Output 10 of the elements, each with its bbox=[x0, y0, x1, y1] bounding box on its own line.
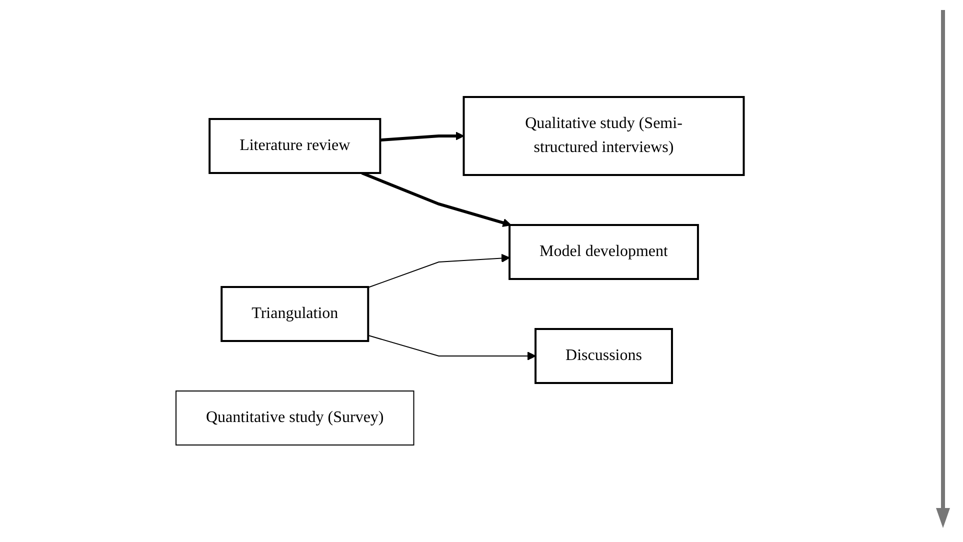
node-box: Model development bbox=[508, 224, 700, 280]
arrow bbox=[380, 132, 464, 142]
node-box: Discussions bbox=[534, 328, 674, 384]
node-box: Triangulation bbox=[220, 286, 370, 342]
node-box: Quantitative study (Survey) bbox=[176, 390, 414, 446]
node-box: Qualitative study (Semi-structured interviews) bbox=[462, 96, 745, 176]
arrow bbox=[368, 334, 536, 360]
arrow bbox=[368, 254, 510, 288]
arrow bbox=[361, 172, 512, 227]
node-box: Literature review bbox=[208, 118, 382, 174]
